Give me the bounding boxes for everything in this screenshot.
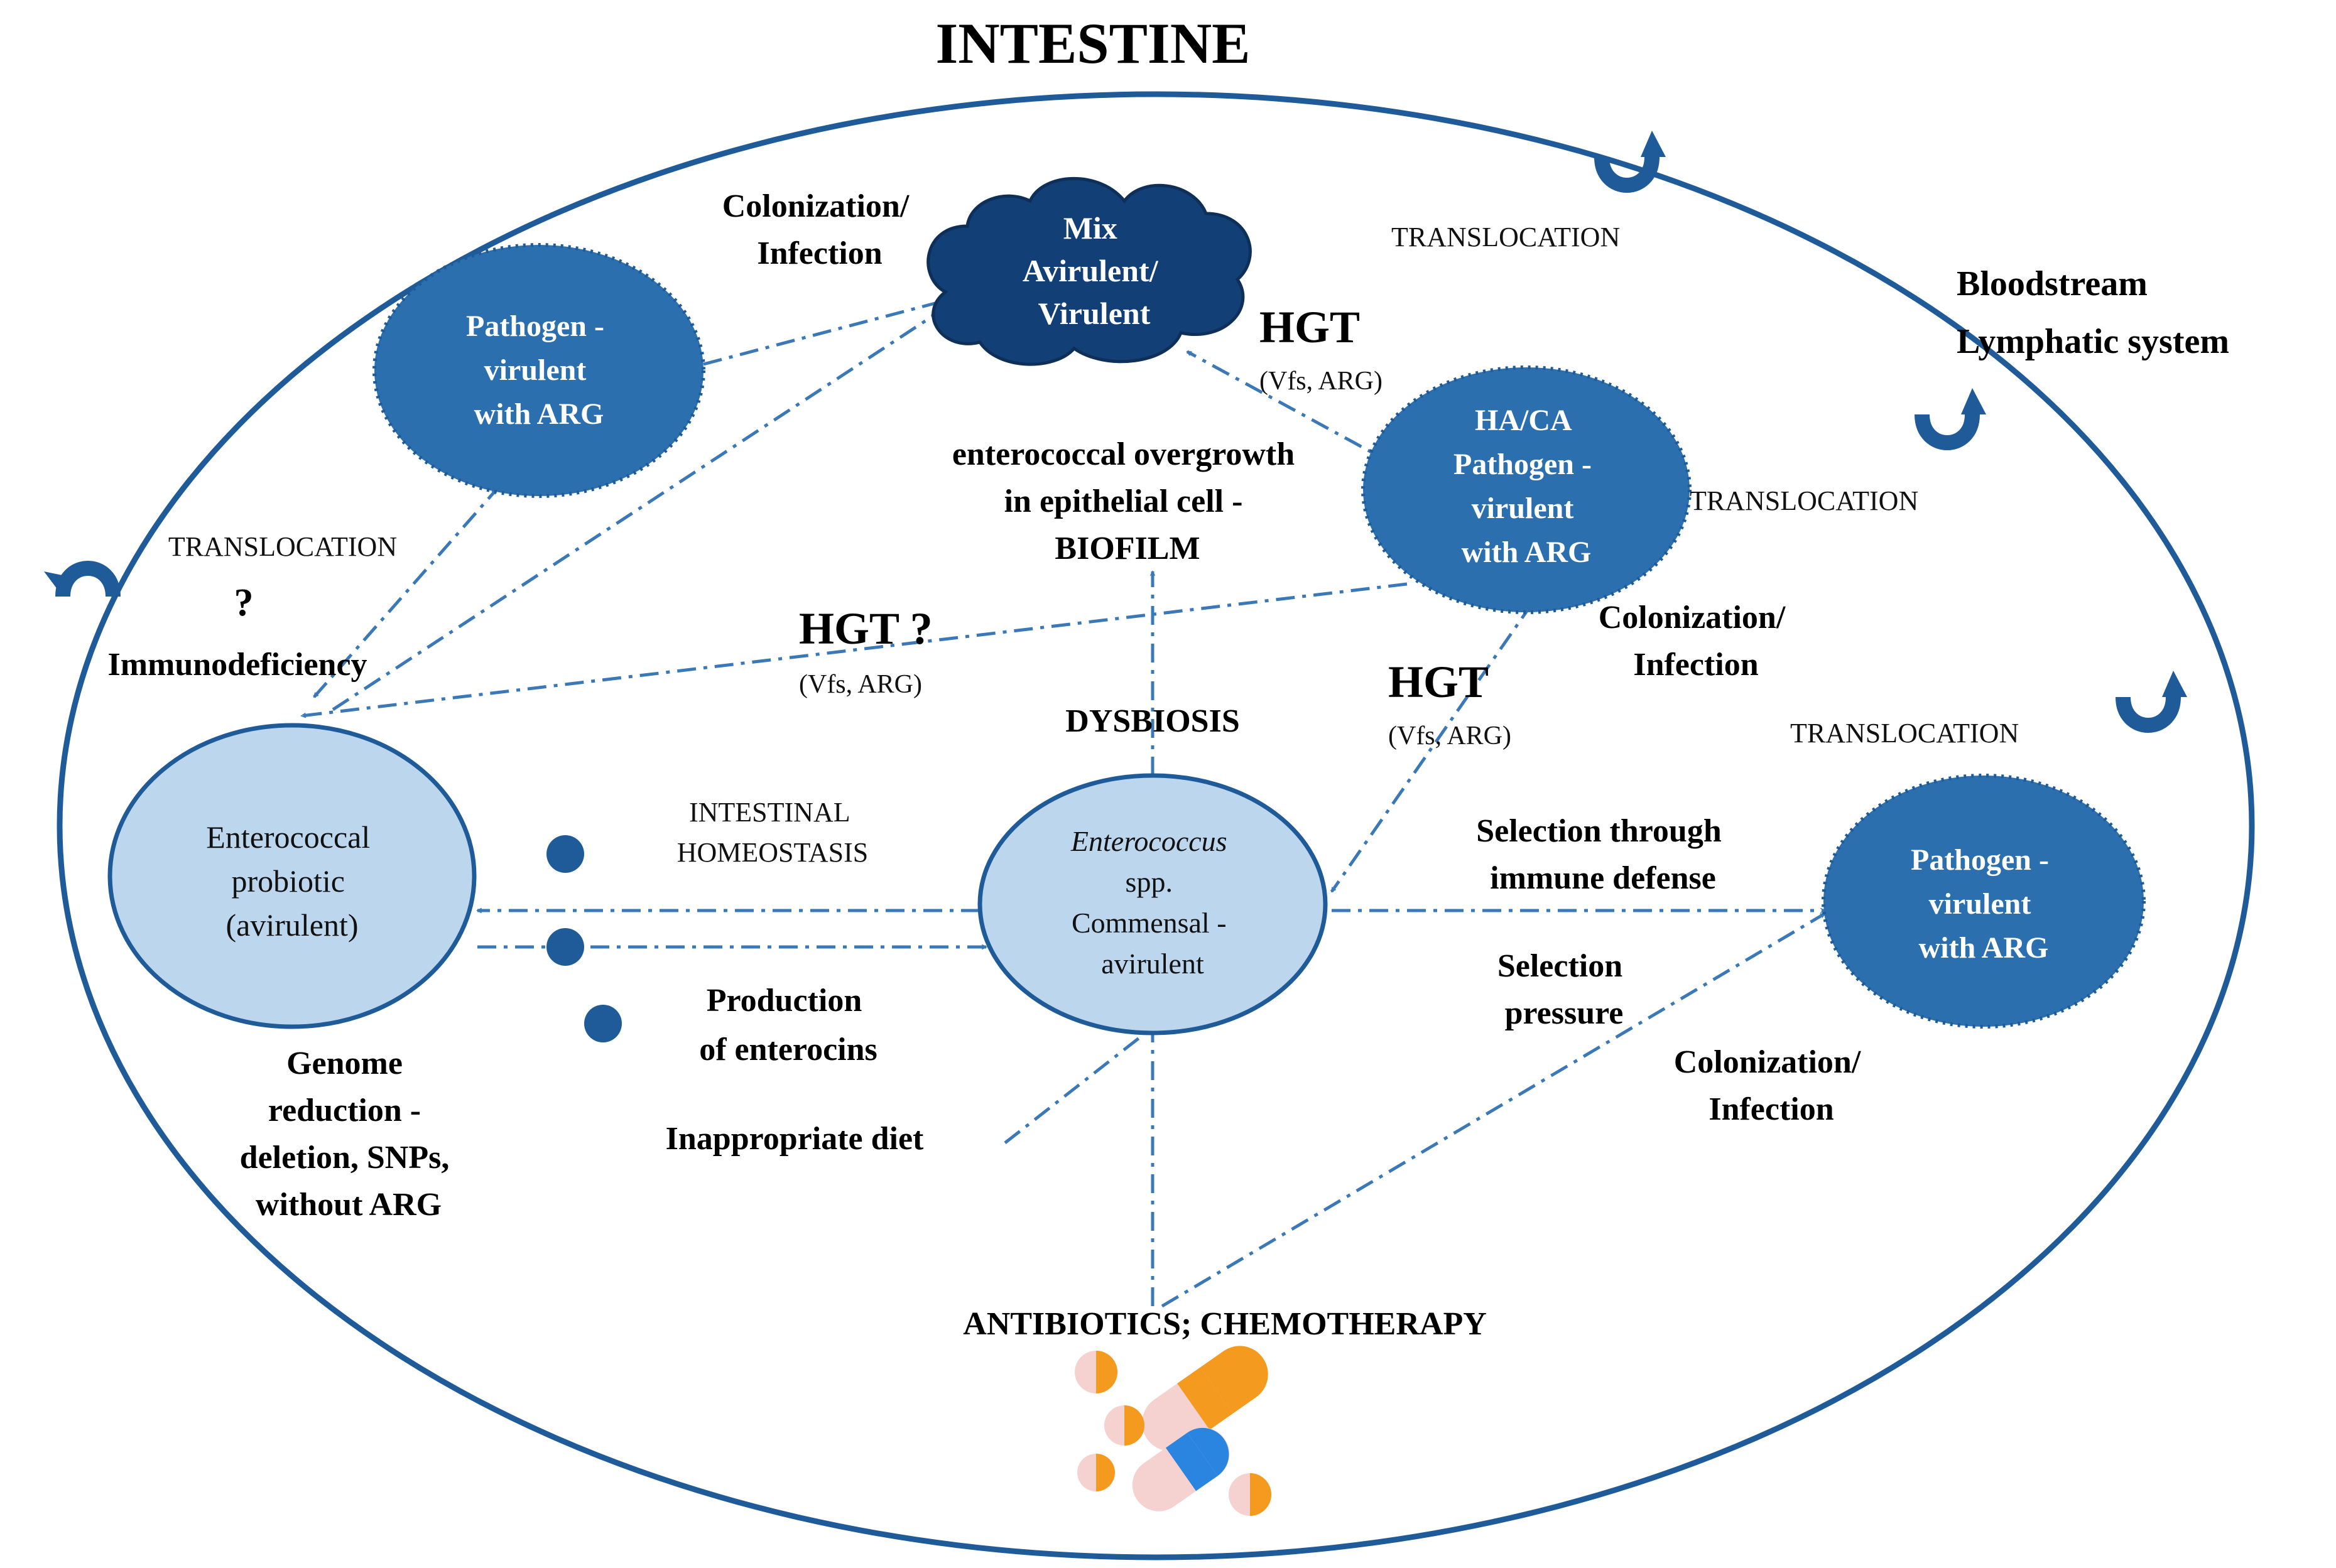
- hgt-question-label: HGT ?: [799, 603, 933, 654]
- selection-pressure-label: Selection: [1497, 948, 1622, 984]
- diet-label: Inappropriate diet: [666, 1121, 924, 1157]
- probiotic-node: Enterococcal probiotic (avirulent): [107, 723, 477, 1029]
- colonization-right-label: Colonization/: [1674, 1044, 1861, 1080]
- hgt-top-label: HGT: [1259, 302, 1360, 352]
- commensal-line: spp.: [1126, 866, 1173, 898]
- ha-ca-pathogen-node: HA/CA Pathogen - virulent with ARG: [1361, 365, 1692, 614]
- homeostasis-label: INTESTINAL: [689, 797, 849, 828]
- probiotic-line: (avirulent): [225, 907, 358, 943]
- curved-arrow-icon: [2116, 671, 2187, 733]
- bloodstream-label: Lymphatic system: [1957, 322, 2229, 361]
- pathogen-right-line: Pathogen -: [1911, 843, 2049, 877]
- svg-text:Colonization/ Infection: Colonization/ Infection: [1674, 1044, 1869, 1127]
- genome-label: without ARG: [256, 1187, 442, 1223]
- commensal-node: Enterococcus spp. Commensal - avirulent: [977, 773, 1328, 1035]
- translocation-mid-label: TRANSLOCATION: [1690, 485, 1918, 516]
- colonization-top-label: Infection: [757, 235, 882, 271]
- overgrowth-label: enterococcal overgrowth: [952, 436, 1295, 472]
- pathogen-right-line: with ARG: [1919, 931, 2049, 965]
- svg-text:Genome reduction - del: Genome reduction - deletion, SNPs, witho…: [240, 1046, 458, 1223]
- svg-text:Colonization/ Infection: Colonization/ Infection: [722, 188, 918, 271]
- enterocin-dot: [546, 928, 584, 966]
- selection-pressure-label: pressure: [1505, 995, 1624, 1031]
- immunodeficiency-label: Immunodeficiency: [107, 647, 367, 683]
- pathogen-right-node: Pathogen - virulent with ARG: [1822, 774, 2146, 1029]
- commensal-line: Enterococcus: [1070, 825, 1227, 857]
- pathogen-topleft-line: Pathogen -: [466, 310, 604, 343]
- ha-ca-line: HA/CA: [1475, 404, 1572, 437]
- colonization-mid-label: Colonization/: [1599, 600, 1786, 635]
- hgt-question-sub-label: (Vfs, ARG): [799, 670, 922, 699]
- colonization-mid-label: Infection: [1633, 647, 1758, 683]
- enterocin-dot: [584, 1005, 622, 1042]
- selection-immune-label: immune defense: [1490, 860, 1716, 896]
- enterocin-dot: [546, 835, 584, 873]
- mix-line: Avirulent/: [1023, 253, 1159, 288]
- question-mark-label: ?: [234, 581, 254, 624]
- colonization-top-label: Colonization/: [722, 188, 910, 224]
- svg-text:Selection pressure: Selection pressure: [1497, 948, 1631, 1031]
- genome-label: reduction -: [268, 1093, 421, 1128]
- svg-text:Selection through immune d: Selection through immune defense: [1476, 813, 1730, 896]
- ha-ca-line: with ARG: [1462, 536, 1592, 569]
- homeostasis-label: HOMEOSTASIS: [677, 837, 869, 868]
- svg-text:Pathogen - virulent: Pathogen - virulent with ARG: [466, 310, 612, 431]
- svg-text:INTESTINAL HOMEOSTASIS: INTESTINAL HOMEOSTASIS: [677, 797, 869, 868]
- overgrowth-label: BIOFILM: [1055, 531, 1200, 566]
- pathogen-right-line: virulent: [1929, 887, 2031, 921]
- translocation-right-label: TRANSLOCATION: [1790, 718, 2019, 749]
- pill-capsule-icon: [1132, 1427, 1230, 1511]
- probiotic-line: probiotic: [231, 863, 345, 899]
- pill-tablet-icon: [1075, 1351, 1271, 1516]
- bloodstream-label: Bloodstream: [1957, 264, 2148, 303]
- svg-text:enterococcal overgrowth in: enterococcal overgrowth in epithelial ce…: [952, 436, 1303, 566]
- selection-immune-label: Selection through: [1476, 813, 1722, 849]
- svg-text:Production of enterocins: Production of enterocins: [699, 983, 877, 1068]
- genome-label: Genome: [286, 1046, 403, 1081]
- svg-text:Colonization/ Infection: Colonization/ Infection: [1599, 600, 1794, 683]
- overgrowth-label: in epithelial cell -: [1004, 484, 1243, 519]
- dysbiosis-label: DYSBIOSIS: [1065, 703, 1239, 739]
- probiotic-line: Enterococcal: [206, 819, 370, 855]
- commensal-line: avirulent: [1101, 948, 1204, 980]
- pill-capsule-icon: [1142, 1346, 1268, 1451]
- svg-text:Pathogen - virulent: Pathogen - virulent with ARG: [1911, 843, 2056, 965]
- hgt-top-sub-label: (Vfs, ARG): [1259, 367, 1383, 396]
- translocation-left-label: TRANSLOCATION: [168, 531, 397, 562]
- svg-text:Mix Avirulent/ Vir: Mix Avirulent/ Virulent: [1023, 210, 1166, 331]
- pathogen-topleft-node: Pathogen - virulent with ARG: [372, 243, 705, 498]
- ha-ca-line: virulent: [1472, 492, 1574, 525]
- svg-text:HA/CA Pathogen - v: HA/CA Pathogen - virulent with ARG: [1453, 404, 1599, 569]
- svg-text:Enterococcus spp.: Enterococcus spp. Commensal - avirulent: [1070, 825, 1234, 980]
- translocation-top-label: TRANSLOCATION: [1391, 222, 1620, 252]
- diagram-title: INTESTINE: [935, 11, 1250, 75]
- curved-arrow-icon: [1594, 131, 1666, 193]
- curved-arrow-icon: [44, 561, 121, 597]
- hgt-mid-label: HGT: [1388, 657, 1489, 707]
- pathogen-topleft-line: virulent: [484, 354, 587, 387]
- mix-line: Mix: [1063, 210, 1117, 246]
- svg-text:Enterococcal probiotic: Enterococcal probiotic (avirulent): [206, 819, 378, 943]
- enterocins-label: Production: [707, 983, 862, 1019]
- antibiotics-label: ANTIBIOTICS; CHEMOTHERAPY: [963, 1306, 1487, 1342]
- enterocins-label: of enterocins: [699, 1032, 877, 1068]
- commensal-line: Commensal -: [1072, 907, 1227, 939]
- mix-cloud-node: Mix Avirulent/ Virulent: [926, 176, 1252, 366]
- svg-text:Bloodstream Lymphatic syst: Bloodstream Lymphatic system: [1957, 264, 2229, 361]
- colonization-right-label: Infection: [1709, 1091, 1833, 1127]
- ha-ca-line: Pathogen -: [1453, 448, 1592, 481]
- hgt-mid-sub-label: (Vfs, ARG): [1388, 722, 1511, 750]
- genome-label: deletion, SNPs,: [240, 1140, 450, 1176]
- pathogen-topleft-line: with ARG: [474, 397, 604, 431]
- mix-line: Virulent: [1038, 296, 1151, 331]
- curved-arrow-icon: [1915, 388, 1986, 450]
